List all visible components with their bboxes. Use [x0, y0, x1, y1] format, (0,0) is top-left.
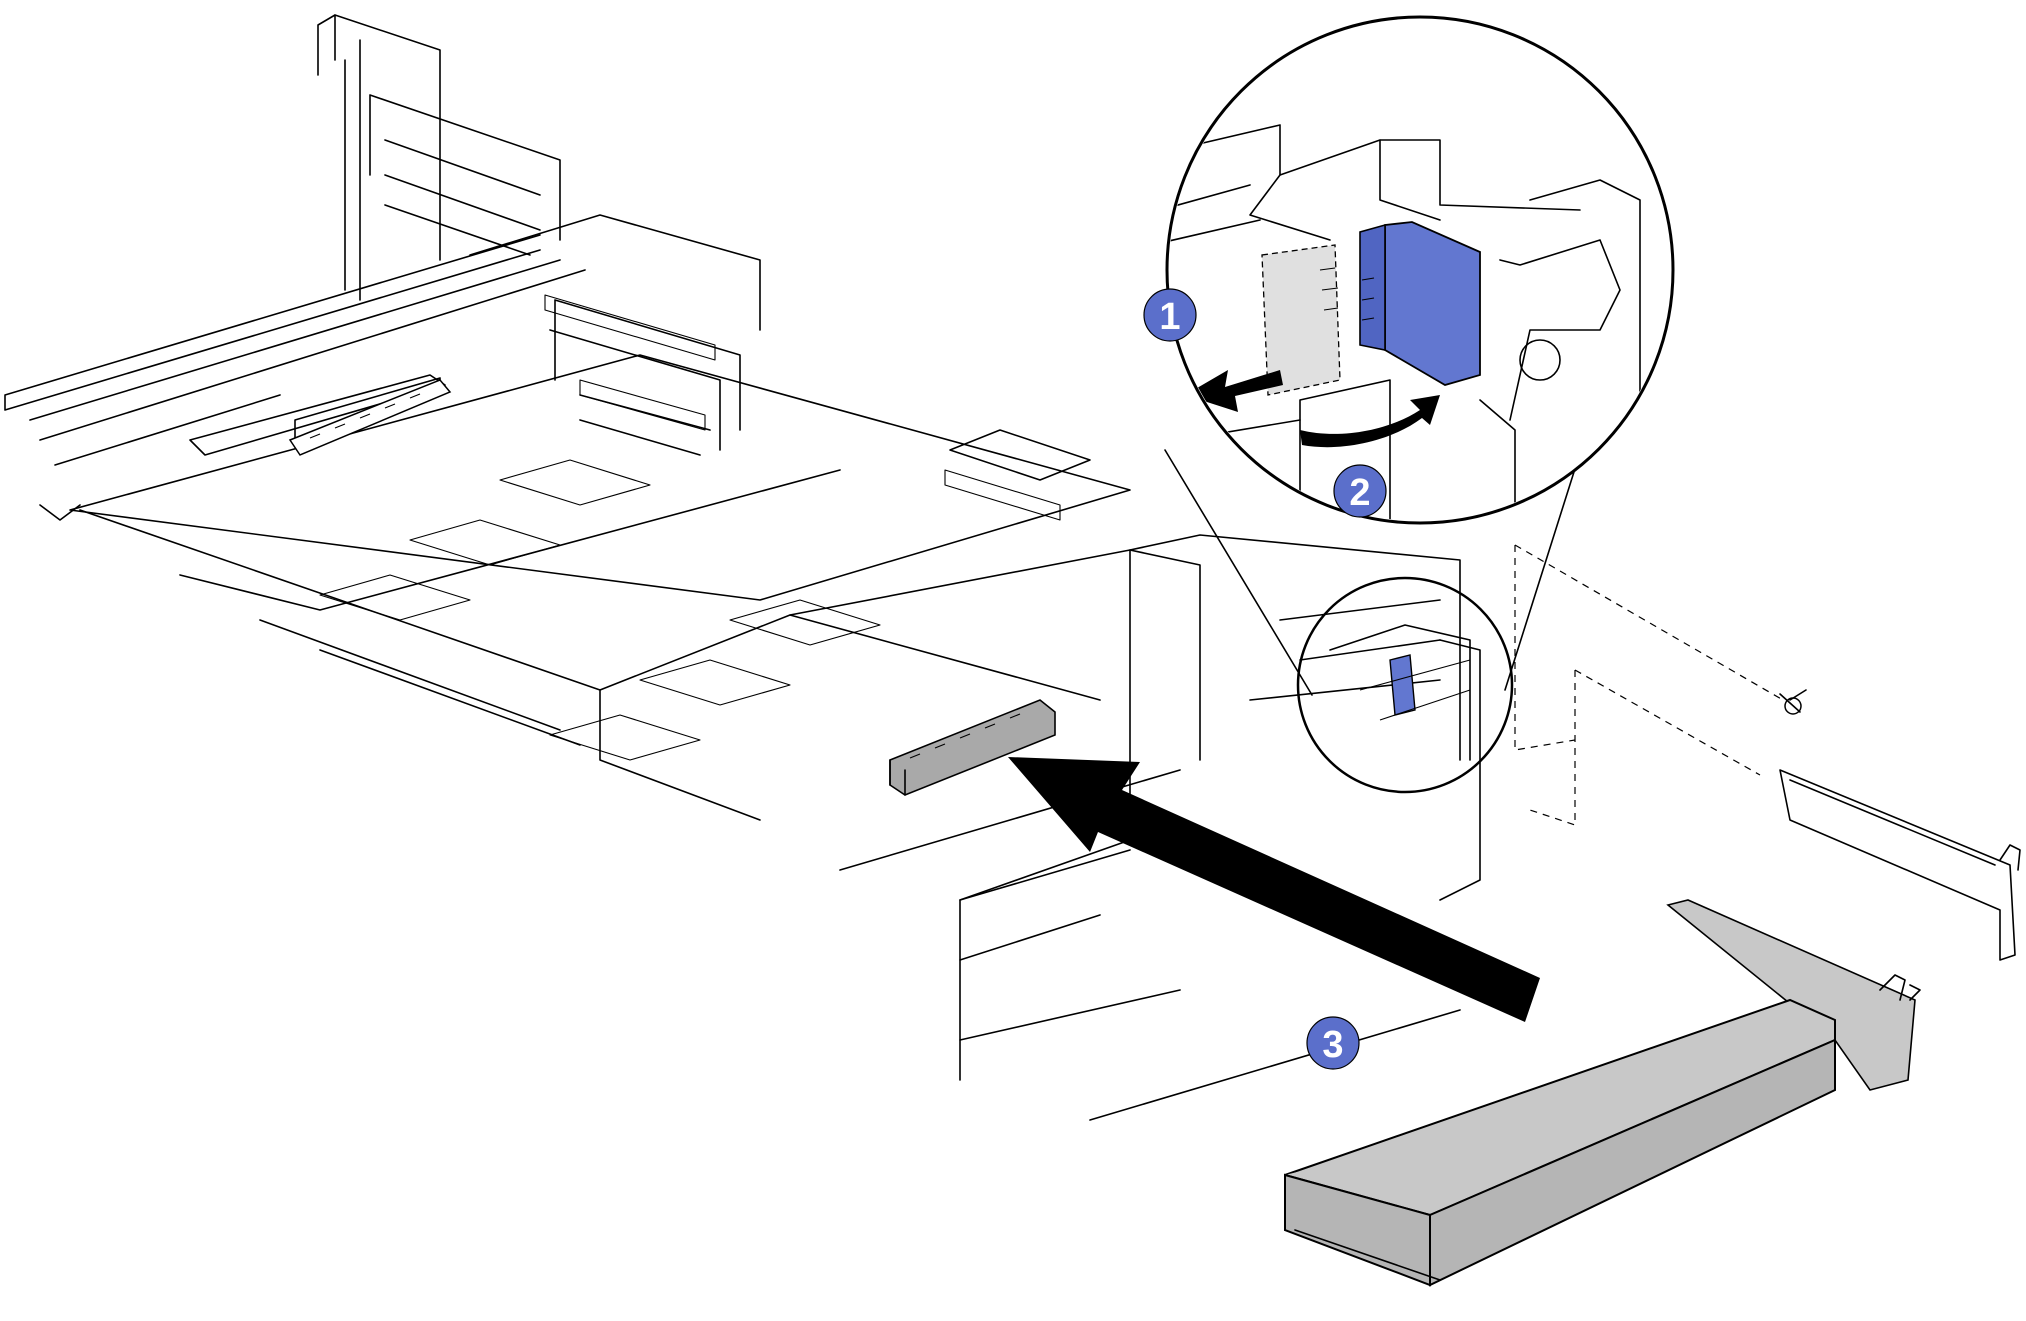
callout-3-label: 3 — [1322, 1024, 1343, 1066]
callout-2-label: 2 — [1349, 472, 1370, 514]
latch-highlight-circle — [1296, 576, 1514, 794]
riser-cage — [4, 14, 1481, 1121]
install-arrow — [1008, 757, 1540, 1022]
pcie-slot-upper — [288, 379, 452, 456]
pcie-adapter-card — [1284, 899, 1921, 1287]
callout-1-label: 1 — [1159, 296, 1180, 338]
magnified-detail — [1165, 15, 1675, 525]
callout-2: 2 — [1333, 464, 1387, 518]
callout-1: 1 — [1143, 288, 1197, 342]
screw-icon — [1779, 689, 1807, 715]
filler-bracket — [1779, 769, 2021, 961]
alignment-guides — [1514, 544, 1784, 826]
pcie-slot-target — [889, 699, 1056, 796]
callout-3: 3 — [1306, 1016, 1360, 1070]
